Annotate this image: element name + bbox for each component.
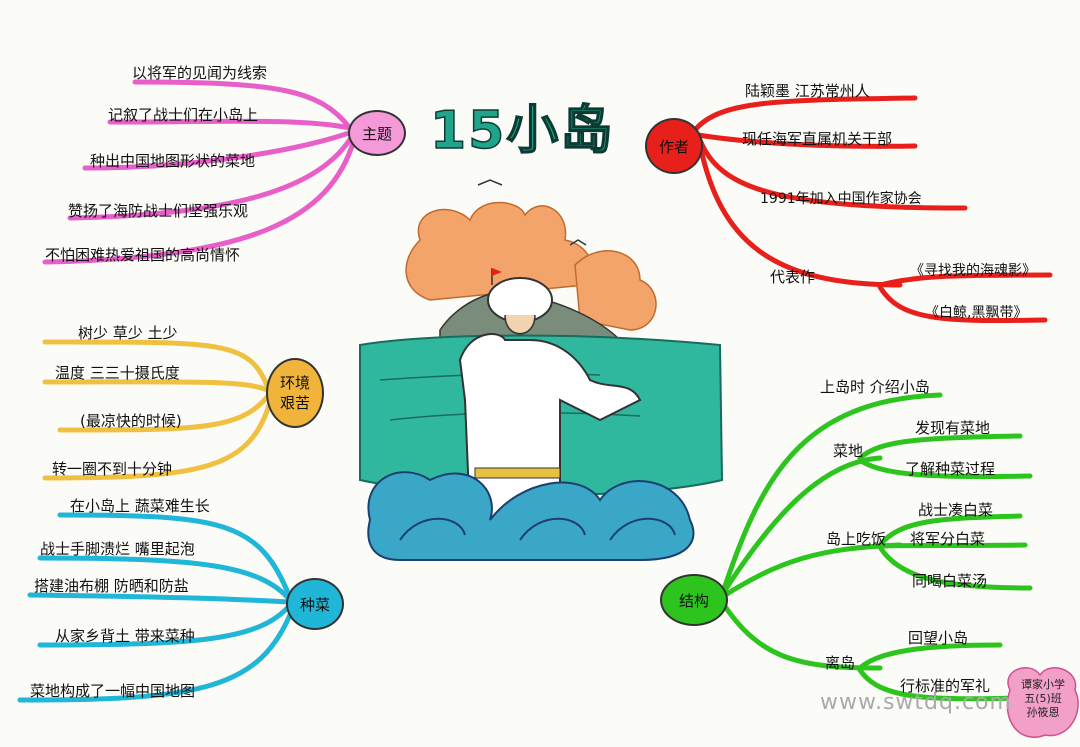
structure-b4: 离岛 xyxy=(825,654,856,672)
veg-item-2: 战士手脚溃烂 嘴里起泡 xyxy=(40,540,195,558)
theme-item-3: 种出中国地图形状的菜地 xyxy=(90,152,256,170)
theme-node: 主题 xyxy=(348,110,406,156)
veg-item-1: 在小岛上 蔬菜难生长 xyxy=(70,497,210,515)
env-node: 环境 艰苦 xyxy=(266,358,324,428)
author-item-3: 1991年加入中国作家协会 xyxy=(760,191,922,207)
theme-item-5: 不怕困难热爱祖国的高尚情怀 xyxy=(45,246,241,264)
author-works-label: 代表作 xyxy=(770,268,816,286)
structure-b4-item-1: 回望小岛 xyxy=(908,629,969,647)
env-item-3: (最凉快的时候) xyxy=(80,412,182,430)
theme-branches xyxy=(42,79,357,265)
author-item-2: 现任海军直属机关干部 xyxy=(742,130,893,148)
env-node-label: 环境 艰苦 xyxy=(279,374,310,412)
veg-item-5: 菜地构成了一幅中国地图 xyxy=(30,682,196,700)
theme-item-2: 记叙了战士们在小岛上 xyxy=(108,106,259,124)
theme-item-4: 赞扬了海防战士们坚强乐观 xyxy=(68,202,249,220)
veg-node-label: 种菜 xyxy=(299,595,330,614)
env-item-4: 转一圈不到十分钟 xyxy=(52,460,173,478)
env-branches xyxy=(42,339,273,481)
author-branches xyxy=(692,95,1053,324)
veg-item-3: 搭建油布棚 防晒和防盐 xyxy=(34,577,189,595)
structure-b3-item-2: 将军分白菜 xyxy=(910,530,986,548)
theme-item-1: 以将军的见闻为线索 xyxy=(132,64,268,82)
veg-branches xyxy=(17,512,295,703)
signature-line-2: 五(5)班 xyxy=(1024,692,1062,705)
env-item-1: 树少 草少 土少 xyxy=(78,324,178,342)
signature-stamp xyxy=(1006,667,1079,738)
signature-line-3: 孙筱恩 xyxy=(1026,706,1060,719)
structure-b2-item-2: 了解种菜过程 xyxy=(905,460,996,478)
author-node-label: 作者 xyxy=(658,137,689,156)
author-item-1: 陆颖墨 江苏常州人 xyxy=(745,82,870,100)
veg-node: 种菜 xyxy=(286,578,344,630)
structure-node: 结构 xyxy=(660,574,728,626)
structure-b1: 上岛时 介绍小岛 xyxy=(820,378,930,396)
structure-b3-item-3: 同喝白菜汤 xyxy=(912,572,988,590)
signature: 谭家小学 五(5)班 孙筱恩 xyxy=(1012,678,1074,720)
author-node: 作者 xyxy=(645,118,703,174)
veg-item-4: 从家乡背土 带来菜种 xyxy=(55,627,195,645)
theme-node-label: 主题 xyxy=(361,124,392,143)
structure-b2-item-1: 发现有菜地 xyxy=(915,419,991,437)
structure-b2: 菜地 xyxy=(833,442,864,460)
central-illustration xyxy=(359,179,724,561)
structure-node-label: 结构 xyxy=(678,591,709,610)
author-work-1: 《寻找我的海魂影》 xyxy=(910,263,1036,279)
poster-title: 15小岛 xyxy=(429,100,615,162)
env-item-2: 温度 三三十摄氏度 xyxy=(55,364,180,382)
structure-b3-item-1: 战士凑白菜 xyxy=(918,501,994,519)
watermark: www.swtdq.com xyxy=(820,690,1012,715)
author-work-2: 《白鲸,黑飘带》 xyxy=(925,305,1028,321)
signature-line-1: 谭家小学 xyxy=(1021,678,1065,691)
structure-b4-item-2: 行标准的军礼 xyxy=(900,677,991,695)
structure-branches xyxy=(719,392,1033,702)
structure-b3: 岛上吃饭 xyxy=(826,530,887,548)
